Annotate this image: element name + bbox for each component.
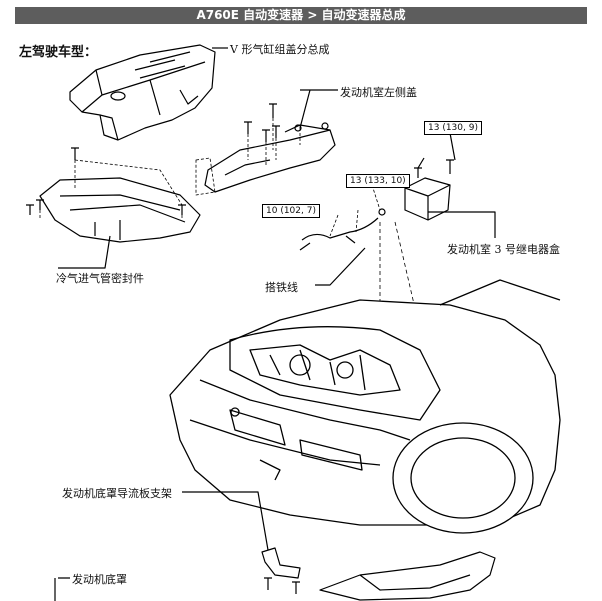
label-under-cover-bracket: 发动机底罩导流板支架 — [62, 487, 172, 500]
label-relay-box: 发动机室 3 号继电器盒 — [447, 243, 560, 256]
bolts-side-cover — [244, 103, 280, 142]
torque-box-ground: 10 (102, 7) — [262, 204, 320, 218]
leader-under-cover-bracket — [182, 491, 269, 551]
under-cover-bracket-drawing — [261, 547, 301, 594]
ground-wire-drawing — [299, 208, 386, 251]
label-ground-wire: 搭铁线 — [265, 281, 298, 294]
leader-ground-wire — [315, 247, 366, 286]
torque-box-relay: 13 (130, 9) — [424, 121, 482, 135]
label-v-bank-cover: V 形气缸组盖分总成 — [230, 43, 330, 56]
relay-box-drawing — [404, 159, 454, 221]
leader-relay-box — [428, 211, 496, 238]
leader-cold-air-seal — [58, 235, 111, 269]
v-bank-cover-drawing — [69, 44, 216, 141]
bolts-seal — [26, 147, 186, 215]
label-left-side-cover: 发动机室左侧盖 — [340, 86, 417, 99]
vehicle-drawing — [169, 279, 561, 534]
torque-box-bolt: 13 (133, 10) — [346, 174, 410, 188]
cold-air-seal-drawing — [39, 177, 201, 243]
label-cold-air-seal: 冷气进气管密封件 — [56, 272, 144, 285]
label-under-cover: 发动机底罩 — [72, 573, 127, 586]
left-side-cover-drawing — [204, 122, 336, 193]
page-header: A760E 自动变速器 > 自动变速器总成 — [15, 7, 587, 24]
subtitle-lhd: 左驾驶车型： — [19, 45, 98, 60]
under-cover-drawing — [319, 551, 496, 601]
leader-under-cover — [54, 577, 70, 601]
